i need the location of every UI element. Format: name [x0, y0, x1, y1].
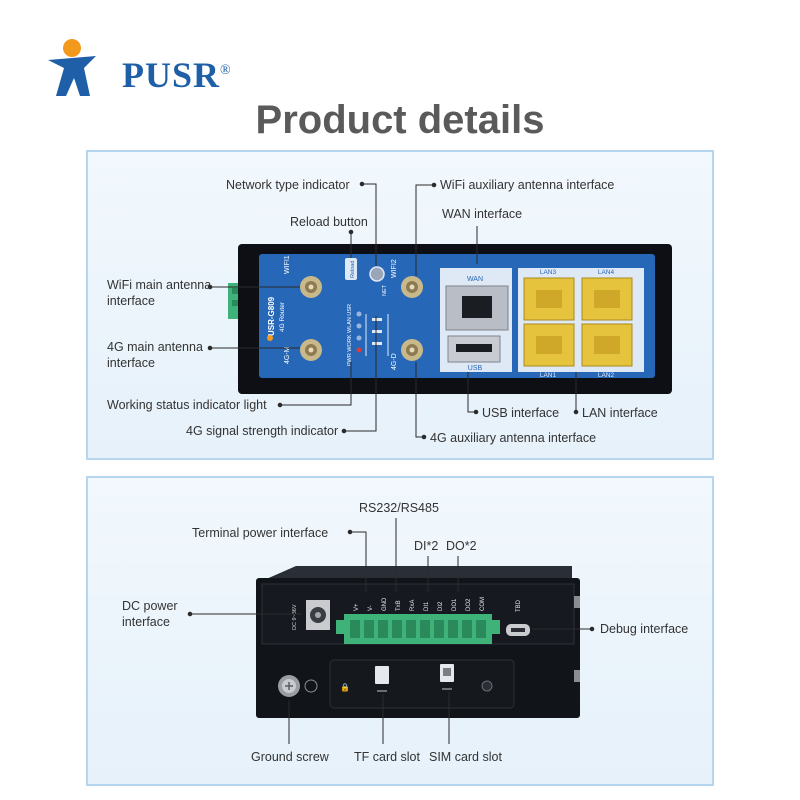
- signal-strength-label: 4G signal strength indicator: [186, 424, 339, 438]
- do-label: DO*2: [446, 539, 477, 553]
- rs232-rs485-label: RS232/RS485: [359, 501, 439, 515]
- tf-card-slot-label: TF card slot: [354, 750, 420, 764]
- dc-power-label: DC power interface: [122, 599, 178, 629]
- reload-button-label: Reload button: [290, 215, 368, 229]
- page-title: Product details: [255, 98, 545, 142]
- wan-interface-label: WAN interface: [442, 207, 523, 221]
- debug-interface-label: Debug interface: [600, 622, 689, 636]
- di-label: DI*2: [414, 539, 439, 553]
- wifi-aux-label: WiFi auxiliary antenna interface: [440, 178, 615, 192]
- lan-interface-label: LAN interface: [582, 406, 658, 420]
- ground-screw-label: Ground screw: [251, 750, 329, 764]
- brand-name: PUSR®: [122, 55, 232, 95]
- pusr-logo-icon: [48, 39, 96, 96]
- 4g-main-label: 4G main antenna interface: [107, 340, 203, 370]
- working-status-label: Working status indicator light: [107, 398, 267, 412]
- 4g-aux-label: 4G auxiliary antenna interface: [430, 431, 597, 445]
- terminal-power-label: Terminal power interface: [192, 526, 329, 540]
- usb-interface-label: USB interface: [482, 406, 560, 420]
- wifi-main-label: WiFi main antenna interface: [107, 278, 212, 308]
- sim-card-slot-label: SIM card slot: [429, 750, 502, 764]
- network-type-label: Network type indicator: [226, 178, 350, 192]
